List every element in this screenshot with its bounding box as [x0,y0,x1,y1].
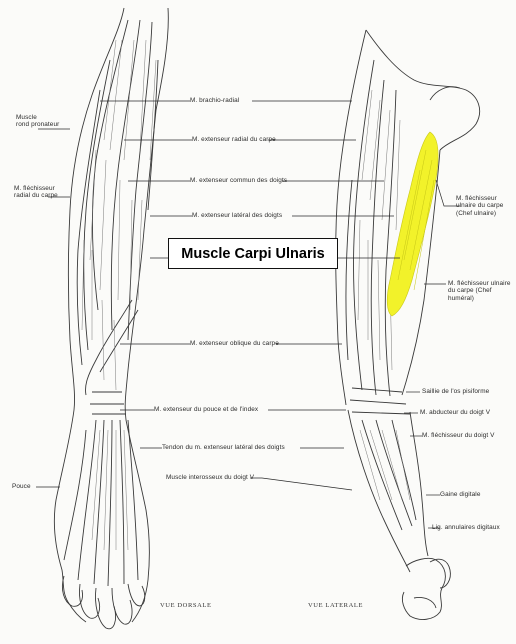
leader-lines [36,101,460,528]
label-flechisseur-radial-line1: M. fléchisseur [14,185,58,192]
label-flech-ulnaire-chef-ulnaire-line3: (Chef ulnaire) [456,210,503,217]
label-flech-ulnaire-chef-humeral: M. fléchisseur ulnaire du carpe (Chef hu… [448,280,511,302]
label-flech-ulnaire-chef-ulnaire: M. fléchisseur ulnaire du carpe (Chef ul… [456,195,503,217]
label-tendon-ext-lateral: Tendon du m. extenseur latéral des doigt… [162,444,285,451]
label-gaine-digitale: Gaine digitale [440,491,480,498]
label-interosseux: Muscle interosseux du doigt V [166,474,254,481]
callout-muscle-carpi-ulnaris: Muscle Carpi Ulnaris [168,238,338,269]
label-flech-ulnaire-chef-humeral-line2: du carpe (Chef [448,287,511,294]
label-flech-ulnaire-chef-humeral-line3: huméral) [448,295,511,302]
label-rond-pronateur: Muscle rond pronateur [16,114,59,129]
label-flech-ulnaire-chef-ulnaire-line1: M. fléchisseur [456,195,503,202]
label-ext-pouce-index: M. extenseur du pouce et de l'index [154,406,258,413]
label-lig-annulaires: Lig. annulaires digitaux [432,524,500,531]
label-pouce: Pouce [12,483,31,490]
label-rond-pronateur-line2: rond pronateur [16,121,59,128]
label-flech-ulnaire-chef-ulnaire-line2: ulnaire du carpe [456,202,503,209]
label-flechisseur-radial: M. fléchisseur radial du carpe [14,185,58,200]
dorsal-fibers [82,40,156,550]
label-ext-radial-carpe: M. extenseur radial du carpe [192,136,276,143]
label-rond-pronateur-line1: Muscle [16,114,59,121]
caption-vue-laterale: VUE LATERALE [308,602,363,609]
flexor-carpi-ulnaris-highlight [387,132,438,316]
label-flechisseur-doigt-v: M. fléchisseur du doigt V [422,432,494,439]
label-ext-lateral: M. extenseur latéral des doigts [192,212,282,219]
label-brachio-radial: M. brachio-radial [190,97,239,104]
label-oblique-carpe: M. extenseur oblique du carpe [190,340,279,347]
label-ext-commun: M. extenseur commun des doigts [190,177,287,184]
label-abducteur-doigt-v: M. abducteur du doigt V [420,409,490,416]
label-saillie-pisiforme: Saillie de l'os pisiforme [422,388,489,395]
caption-vue-dorsale: VUE DORSALE [160,602,212,609]
label-flechisseur-radial-line2: radial du carpe [14,192,58,199]
label-flech-ulnaire-chef-humeral-line1: M. fléchisseur ulnaire [448,280,511,287]
